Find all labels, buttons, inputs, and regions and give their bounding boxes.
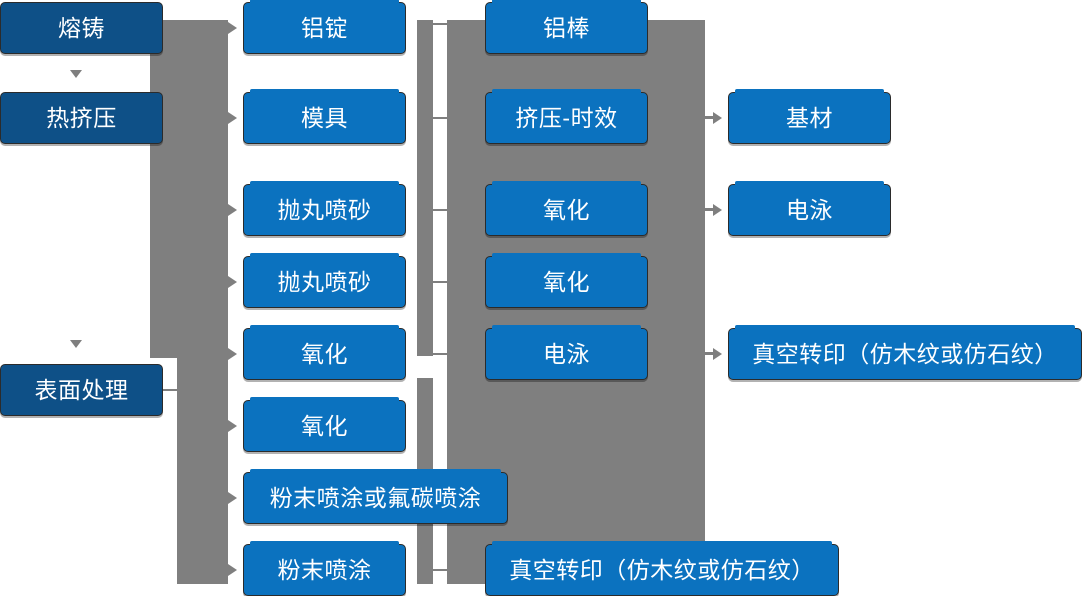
tie-line-3 bbox=[433, 209, 447, 211]
node-input-mold[interactable]: 模具 bbox=[243, 89, 406, 144]
arrow-stem-to-substrate bbox=[705, 116, 715, 119]
node-label: 真空转印（仿木纹或仿石纹） bbox=[509, 556, 815, 583]
node-label: 电泳 bbox=[786, 196, 833, 223]
node-label: 表面处理 bbox=[34, 376, 129, 403]
connector-plate-stage-lower bbox=[177, 358, 228, 584]
node-label: 挤压-时效 bbox=[515, 104, 618, 131]
node-label: 抛丸喷砂 bbox=[277, 196, 372, 223]
tie-line-2 bbox=[433, 117, 447, 119]
arrow-to-ingot bbox=[228, 22, 237, 34]
arrow-down-extrude-to-surface bbox=[70, 340, 82, 348]
arrow-to-electrophoresis bbox=[713, 204, 722, 216]
node-input-shotblast-2[interactable]: 抛丸喷砂 bbox=[243, 253, 406, 308]
node-label: 基材 bbox=[786, 104, 833, 131]
node-label: 粉末喷涂或氟碳喷涂 bbox=[269, 484, 482, 511]
node-input-powder-fluorocarbon[interactable]: 粉末喷涂或氟碳喷涂 bbox=[243, 469, 508, 524]
node-label: 铝锭 bbox=[301, 14, 348, 41]
tie-line-5 bbox=[433, 353, 447, 355]
node-label: 真空转印（仿木纹或仿石纹） bbox=[752, 340, 1058, 367]
node-output-electrophoresis[interactable]: 电泳 bbox=[728, 181, 891, 236]
arrow-to-powder bbox=[228, 564, 237, 576]
node-label: 熔铸 bbox=[58, 14, 105, 41]
node-process-vacuum-transfer[interactable]: 真空转印（仿木纹或仿石纹） bbox=[485, 541, 839, 596]
tie-line-6 bbox=[433, 569, 447, 571]
node-label: 氧化 bbox=[301, 412, 348, 439]
arrow-to-shotblast-2 bbox=[228, 276, 237, 288]
node-input-oxidation-1[interactable]: 氧化 bbox=[243, 325, 406, 380]
arrow-down-melting-to-extrude bbox=[70, 70, 82, 78]
node-label: 抛丸喷砂 bbox=[277, 268, 372, 295]
arrow-to-substrate bbox=[713, 112, 722, 124]
node-process-extrude-age[interactable]: 挤压-时效 bbox=[485, 89, 648, 144]
node-stage-melting[interactable]: 熔铸 bbox=[0, 2, 163, 54]
node-input-powder[interactable]: 粉末喷涂 bbox=[243, 541, 406, 596]
node-output-substrate[interactable]: 基材 bbox=[728, 89, 891, 144]
arrow-stem-to-electrophoresis bbox=[705, 208, 715, 211]
arrow-to-powder-fluor bbox=[228, 492, 237, 504]
arrow-to-oxidation-1 bbox=[228, 348, 237, 360]
arrow-stem-to-vacuum-transfer bbox=[705, 352, 715, 355]
connector-plate-stage-upper bbox=[150, 20, 228, 358]
tie-line-4 bbox=[433, 281, 447, 283]
tie-line-1 bbox=[433, 23, 447, 25]
node-label: 氧化 bbox=[543, 196, 590, 223]
arrow-to-shotblast-1 bbox=[228, 204, 237, 216]
node-label: 氧化 bbox=[301, 340, 348, 367]
node-label: 热挤压 bbox=[46, 104, 117, 131]
node-process-oxidation-1[interactable]: 氧化 bbox=[485, 181, 648, 236]
node-process-electrophoresis[interactable]: 电泳 bbox=[485, 325, 648, 380]
node-label: 氧化 bbox=[543, 268, 590, 295]
node-label: 铝棒 bbox=[543, 14, 590, 41]
connector-stub-surface bbox=[163, 389, 185, 391]
node-input-shotblast-1[interactable]: 抛丸喷砂 bbox=[243, 181, 406, 236]
node-input-ingot[interactable]: 铝锭 bbox=[243, 0, 406, 54]
node-stage-extrude[interactable]: 热挤压 bbox=[0, 92, 163, 144]
node-process-albar[interactable]: 铝棒 bbox=[485, 0, 648, 54]
arrow-to-vacuum-transfer bbox=[713, 348, 722, 360]
node-stage-surface[interactable]: 表面处理 bbox=[0, 364, 163, 416]
node-input-oxidation-2[interactable]: 氧化 bbox=[243, 397, 406, 452]
node-output-vacuum-transfer[interactable]: 真空转印（仿木纹或仿石纹） bbox=[728, 325, 1082, 380]
node-process-oxidation-2[interactable]: 氧化 bbox=[485, 253, 648, 308]
node-label: 粉末喷涂 bbox=[277, 556, 372, 583]
connector-bar-narrow-upper bbox=[417, 20, 433, 356]
arrow-to-mold bbox=[228, 112, 237, 124]
node-label: 电泳 bbox=[543, 340, 590, 367]
arrow-to-oxidation-2 bbox=[228, 420, 237, 432]
node-label: 模具 bbox=[301, 104, 348, 131]
